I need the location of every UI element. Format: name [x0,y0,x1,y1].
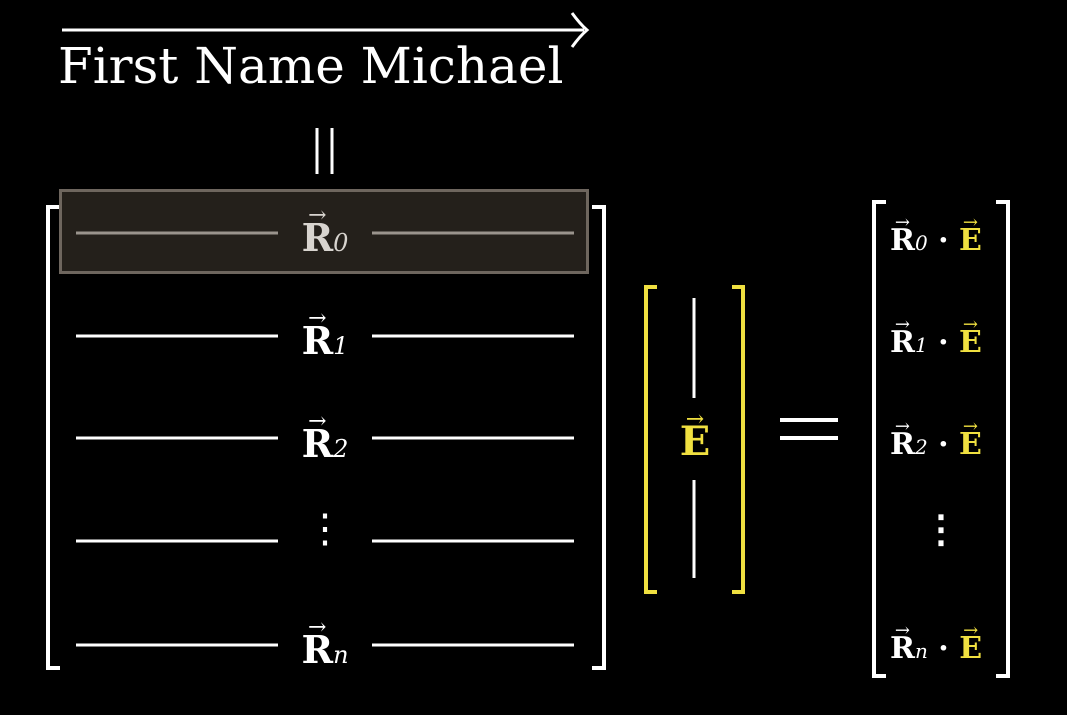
result-row-1: R1 · E [890,326,982,362]
vertical-equals [315,128,334,174]
row-label-ellipsis: ⋮ [305,506,345,552]
vector-E-label: E [660,420,730,464]
equals-sign [780,418,838,448]
result-brackets [872,200,1010,678]
title-overarrow [62,12,590,48]
matrix-brackets [46,205,606,670]
vector-E-brackets [644,285,745,594]
row-label-R1: R1 [280,321,370,366]
title-text: First Name Michael [58,37,564,95]
row-label-Rn: Rn [280,630,370,675]
result-row-n: Rn · E [890,632,982,668]
result-row-0: R0 · E [890,224,982,260]
result-row-ellipsis: ⋮ [922,506,960,551]
row-lines [76,231,574,647]
result-row-2: R2 · E [890,428,982,464]
row-label-R0: R0 [280,218,370,263]
row-label-R2: R2 [280,424,370,469]
